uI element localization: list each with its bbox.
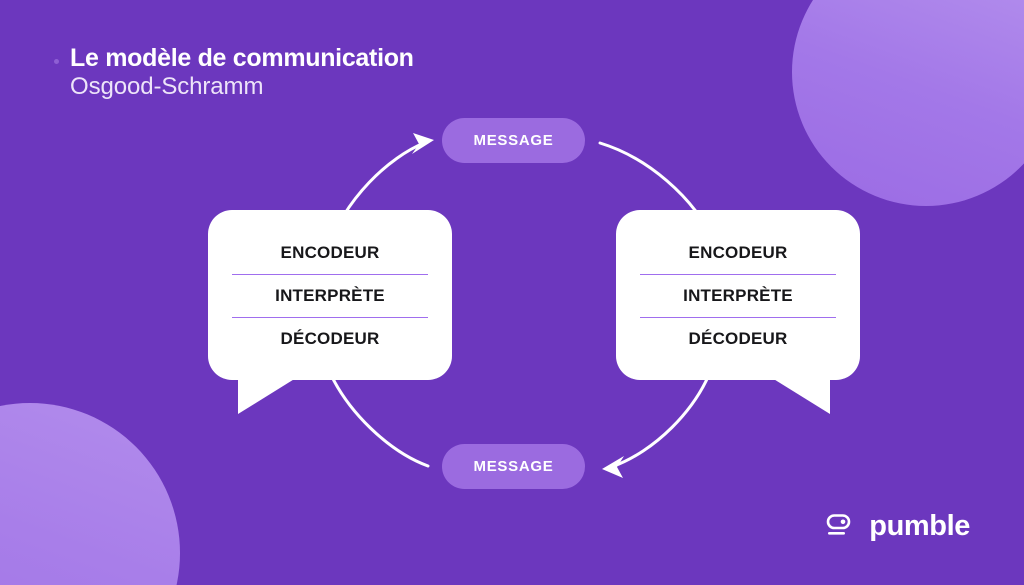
message-pill-bottom: MESSAGE — [442, 444, 585, 489]
message-pill-bottom-label: MESSAGE — [473, 458, 554, 475]
bubble-right-tail — [772, 378, 830, 414]
message-pill-top-label: MESSAGE — [473, 132, 554, 149]
communicator-bubble-left: ENCODEUR INTERPRÈTE DÉCODEUR — [208, 210, 452, 414]
pumble-wordmark: pumble — [869, 509, 970, 542]
bubble-left-divider-2 — [232, 317, 428, 318]
communicator-bubble-right: ENCODEUR INTERPRÈTE DÉCODEUR — [616, 210, 860, 414]
bubble-right-row-decoder: DÉCODEUR — [688, 329, 788, 348]
bubble-left-row-interpreter: INTERPRÈTE — [275, 286, 385, 305]
bubble-right-divider-2 — [640, 317, 836, 318]
bubble-right-row-interpreter: INTERPRÈTE — [683, 286, 793, 305]
pumble-logo: pumble — [826, 511, 970, 541]
page-title: Le modèle de communication Osgood-Schram… — [52, 44, 414, 102]
title-primary: Le modèle de communication — [70, 44, 414, 72]
title-bullet-dot — [54, 59, 59, 64]
bubble-left-row-decoder: DÉCODEUR — [280, 329, 380, 348]
bubble-left-tail — [238, 378, 296, 414]
bubble-right-divider-1 — [640, 274, 836, 275]
bubble-left-divider-1 — [232, 274, 428, 275]
message-pill-top: MESSAGE — [442, 118, 585, 163]
title-secondary: Osgood-Schramm — [70, 73, 264, 100]
pumble-speech-bubble-icon — [826, 514, 851, 535]
bubble-left-row-encoder: ENCODEUR — [280, 243, 380, 262]
bubble-right-row-encoder: ENCODEUR — [688, 243, 788, 262]
